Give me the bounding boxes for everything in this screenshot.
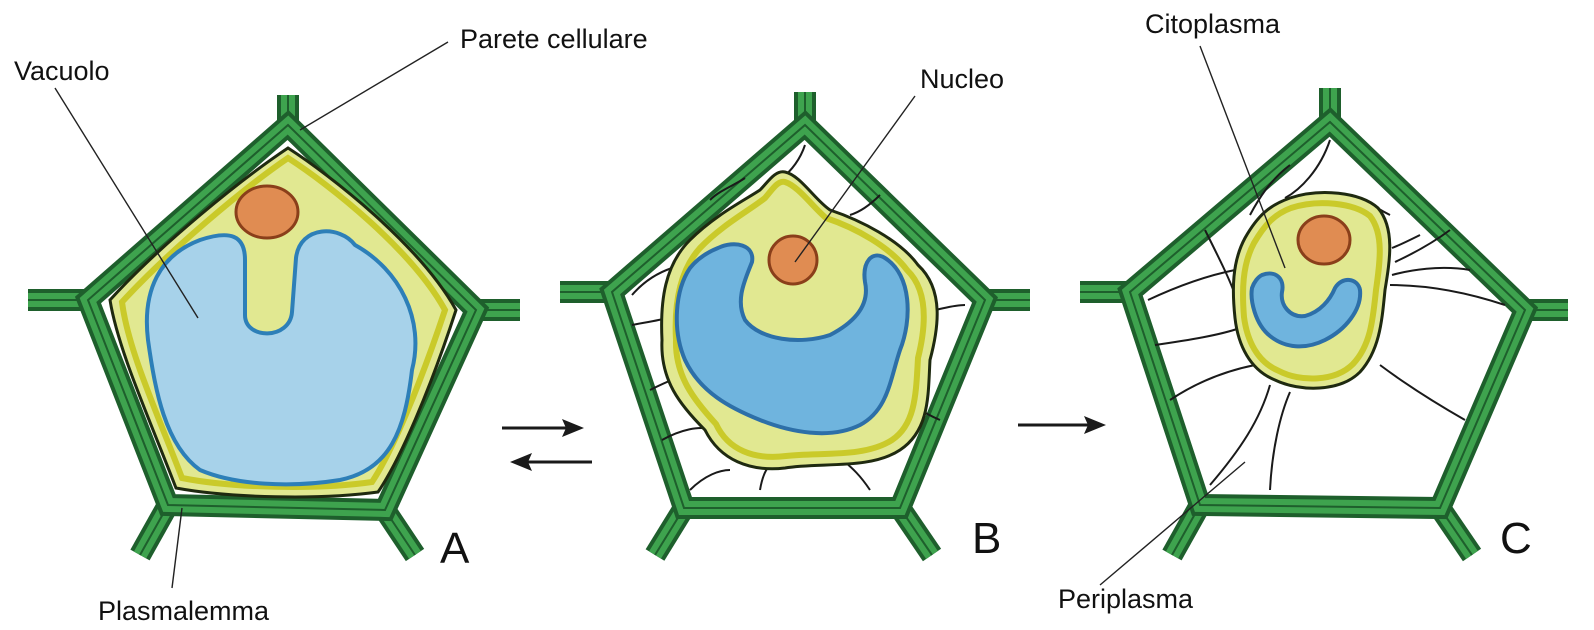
cell-c-nucleus: [1298, 216, 1350, 264]
arrow-b-c: [1018, 416, 1106, 434]
panel-label-c: C: [1500, 514, 1532, 563]
cell-b-nucleus: [769, 236, 817, 284]
panel-label-b: B: [972, 514, 1001, 563]
panel-label-a: A: [440, 524, 470, 573]
cell-c: [1080, 88, 1568, 555]
label-cell-wall: Parete cellulare: [460, 24, 648, 54]
label-vacuole: Vacuolo: [14, 56, 110, 86]
leader-plasmalemma: [172, 508, 182, 588]
label-nucleus: Nucleo: [920, 64, 1004, 94]
label-cytoplasm: Citoplasma: [1145, 9, 1281, 39]
leader-cell-wall: [300, 42, 448, 130]
leader-periplasm: [1100, 462, 1245, 585]
cell-a-nucleus: [236, 186, 298, 238]
reversible-arrow-a-b: [502, 419, 592, 471]
cell-b: [560, 92, 1030, 555]
label-periplasm: Periplasma: [1058, 584, 1194, 614]
label-plasmalemma: Plasmalemma: [98, 596, 270, 626]
